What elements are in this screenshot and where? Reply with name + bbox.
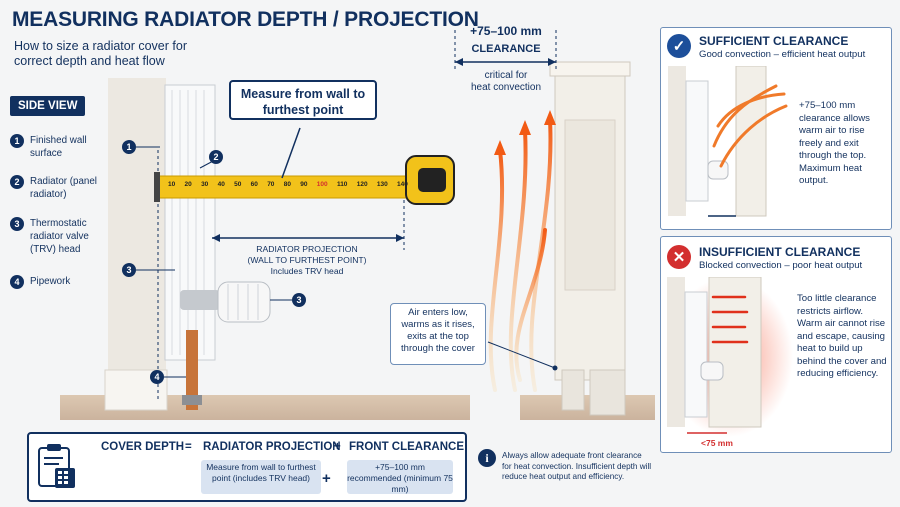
legend-text-wall: Finished wall surface [30, 135, 87, 159]
sufficient-text: +75–100 mm clearance allows warm air to … [799, 100, 870, 186]
tape-tick-label: 130 [376, 181, 388, 188]
sufficient-title: SUFFICIENT CLEARANCE [699, 34, 849, 48]
tape-tick-label: 80 [283, 181, 291, 188]
sufficient-subtitle: Good convection – efficient heat output [699, 49, 866, 60]
clearance-note-line2: heat convection [470, 82, 542, 93]
projection-line1: RADIATOR PROJECTION [256, 244, 358, 254]
plus-sign-lower: + [322, 470, 331, 487]
legend-item-pipework: 4 Pipework [10, 275, 110, 289]
tape-tick-label: 50 [234, 181, 242, 188]
legend-text-trv: Thermostatic radiator valve (TRV) head [30, 218, 89, 255]
side-view-label: SIDE VIEW [10, 96, 86, 116]
tape-tick-label: 90 [300, 181, 308, 188]
calculator-clipboard-icon [38, 444, 75, 488]
info-note: Always allow adequate front clearance fo… [502, 451, 652, 481]
insufficient-subtitle: Blocked convection – poor heat output [699, 260, 863, 271]
cover-depth-formula: COVER DEPTH = RADIATOR PROJECTION + FRON… [27, 432, 467, 502]
legend-text-radiator: Radiator (panel radiator) [30, 176, 97, 200]
page-subtitle: How to size a radiator cover for correct… [14, 39, 187, 68]
legend-item-radiator: 2 Radiator (panel radiator) [10, 175, 110, 201]
legend-number-2: 2 [10, 175, 24, 189]
clearance-label: CLEARANCE [471, 43, 541, 55]
projection-line3: Includes TRV head [270, 266, 344, 276]
plus-sign: + [334, 441, 341, 453]
legend-number-3: 3 [10, 217, 24, 231]
clearance-value: +75–100 mm [470, 24, 542, 38]
clearance-note-line1: critical for [484, 70, 528, 81]
tape-tick-label: 30 [201, 181, 209, 188]
radiator-projection-label: RADIATOR PROJECTION [203, 441, 341, 453]
projection-formula-box: Measure from wall to furthest point (inc… [201, 460, 321, 494]
tape-tick-label: 10 [168, 181, 176, 188]
insufficient-clearance-panel: ✕ INSUFFICIENT CLEARANCE Blocked convect… [660, 236, 892, 453]
clearance-formula-box: +75–100 mm recommended (minimum 75 mm) [347, 460, 453, 494]
check-icon: ✓ [667, 34, 691, 58]
tape-measure-scale: 10 20 30 40 50 60 70 80 90 100 110 120 130 140 [168, 181, 408, 195]
clearance-note: critical for heat convection [456, 70, 556, 94]
front-clearance-label: FRONT CLEARANCE [349, 441, 464, 453]
measure-callout: Measure from wall to furthest point [229, 80, 377, 120]
tape-tick-label: 140 [397, 181, 408, 188]
tape-tick-label: 70 [267, 181, 275, 188]
tape-tick-label: 120 [356, 181, 368, 188]
tape-tick-label: 110 [336, 181, 348, 188]
legend-number-1: 1 [10, 134, 24, 148]
info-icon: i [478, 449, 496, 467]
projection-line2: (WALL TO FURTHEST POINT) [247, 255, 367, 265]
marker-3-left: 3 [122, 263, 136, 277]
marker-2: 2 [209, 150, 223, 164]
cross-icon: ✕ [667, 245, 691, 269]
legend-item-trv: 3 Thermostatic radiator valve (TRV) head [10, 217, 110, 256]
legend-number-4: 4 [10, 275, 24, 289]
tape-tick-label: 100 [316, 181, 328, 188]
projection-label: RADIATOR PROJECTION (WALL TO FURTHEST PO… [232, 244, 382, 277]
air-flow-callout: Air enters low, warms as it rises, exits… [390, 303, 486, 365]
marker-3-right: 3 [292, 293, 306, 307]
insufficient-illustration [665, 277, 793, 437]
page-title: MEASURING RADIATOR DEPTH / PROJECTION [12, 8, 479, 31]
tape-tick-label: 40 [217, 181, 225, 188]
marker-1: 1 [122, 140, 136, 154]
equals-sign: = [185, 441, 192, 453]
cover-depth-label: COVER DEPTH [101, 441, 185, 453]
insufficient-title: INSUFFICIENT CLEARANCE [699, 245, 861, 259]
tape-tick-label: 20 [184, 181, 192, 188]
marker-4: 4 [150, 370, 164, 384]
legend-text-pipework: Pipework [30, 276, 71, 287]
sufficient-illustration [668, 66, 788, 217]
sufficient-clearance-panel: ✓ SUFFICIENT CLEARANCE Good convection –… [660, 27, 892, 230]
tape-tick-label: 60 [250, 181, 258, 188]
legend-item-wall: 1 Finished wall surface [10, 134, 110, 160]
insufficient-text: Too little clearance restricts airflow. … [797, 293, 887, 379]
gap-label: <75 mm [701, 438, 733, 448]
